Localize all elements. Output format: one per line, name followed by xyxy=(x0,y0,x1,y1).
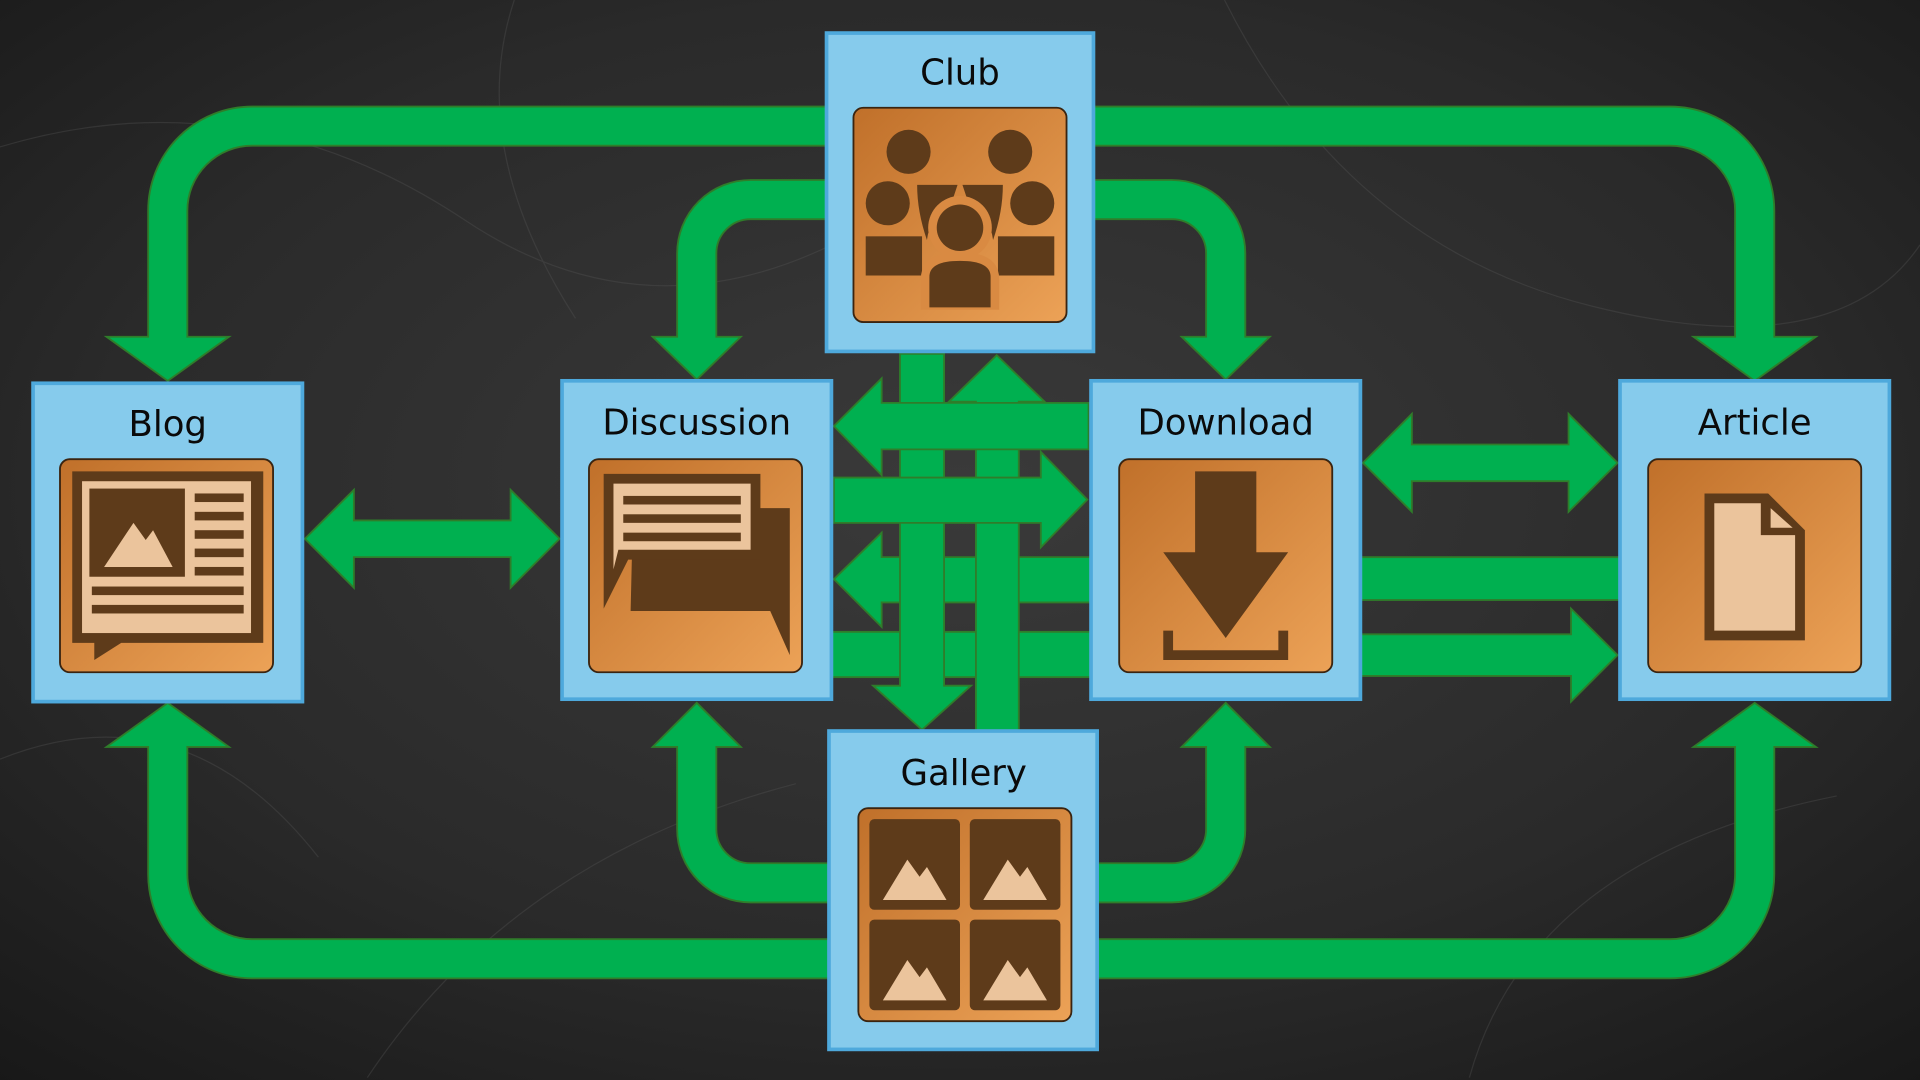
speech-bubbles-icon xyxy=(588,458,803,674)
node-blog[interactable]: Blog xyxy=(31,381,305,704)
node-gallery-label: Gallery xyxy=(900,753,1026,794)
node-article[interactable]: Article xyxy=(1618,378,1892,702)
document-icon xyxy=(1647,458,1863,674)
arrow-download-to-discussion-lower xyxy=(832,530,1092,630)
node-club[interactable]: Club xyxy=(824,31,1096,354)
node-club-label: Club xyxy=(920,52,1000,93)
node-download-label: Download xyxy=(1137,403,1313,444)
arrow-discussion-to-download xyxy=(832,449,1089,550)
node-gallery[interactable]: Gallery xyxy=(827,729,1099,1052)
arrow-club-to-blog xyxy=(103,105,828,382)
arrow-download-to-article xyxy=(1359,606,1619,704)
group-people-icon xyxy=(852,106,1068,323)
node-article-label: Article xyxy=(1698,403,1812,444)
arrow-gallery-to-blog xyxy=(103,701,830,980)
arrow-gallery-to-club xyxy=(946,353,1047,732)
arrow-club-to-article xyxy=(1092,105,1819,382)
connector-discussion-download xyxy=(830,630,1092,679)
arrow-club-to-discussion xyxy=(650,179,828,381)
arrow-gallery-to-download xyxy=(1096,701,1273,904)
node-blog-label: Blog xyxy=(129,404,207,445)
arrow-club-to-download xyxy=(1092,179,1273,381)
arrow-download-to-discussion-upper xyxy=(832,376,1090,478)
arrow-gallery-to-discussion xyxy=(650,701,830,904)
node-download[interactable]: Download xyxy=(1089,378,1363,702)
image-gallery-icon xyxy=(857,807,1073,1023)
connector-download-article xyxy=(1359,556,1621,601)
arrow-download-article-bidirectional xyxy=(1361,411,1619,515)
arrow-blog-discussion-bidirectional xyxy=(303,487,561,590)
download-icon xyxy=(1118,458,1334,674)
node-discussion[interactable]: Discussion xyxy=(560,378,834,702)
node-discussion-label: Discussion xyxy=(602,403,791,444)
arrow-gallery-to-article xyxy=(1096,701,1819,980)
blog-page-icon xyxy=(59,458,274,674)
